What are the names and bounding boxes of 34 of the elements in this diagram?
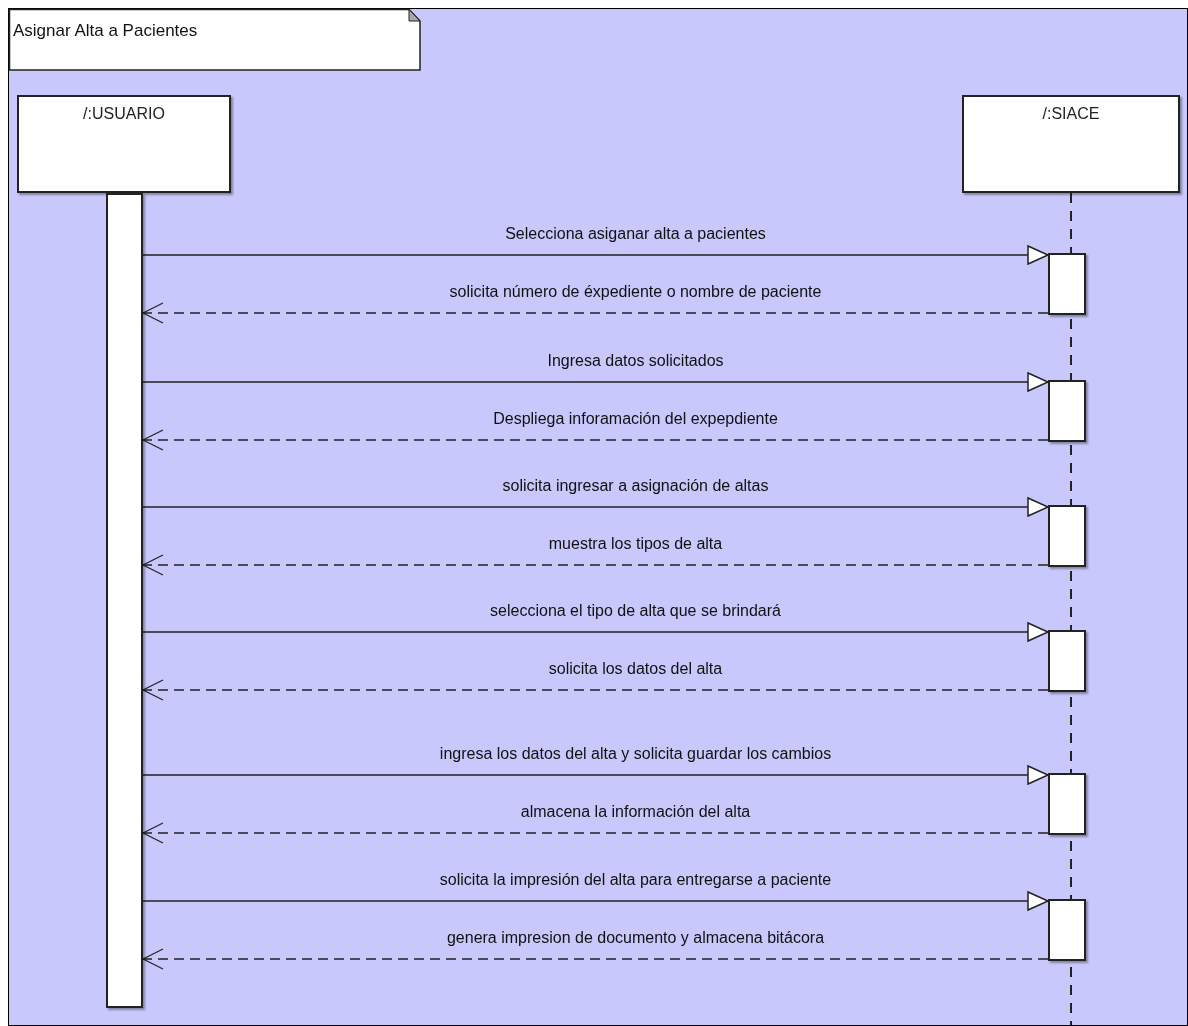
return-message-arrow: [142, 948, 1049, 970]
message-arrow: [142, 245, 1049, 265]
message-arrow: [142, 622, 1049, 642]
message-arrow: [142, 891, 1049, 911]
message-label: solicita número de éxpediente o nombre de paciente: [447, 283, 824, 301]
activation-bar: [106, 193, 143, 1008]
return-message-arrow: [142, 302, 1049, 324]
activation-bar: [1048, 380, 1086, 442]
message-label: solicita ingresar a asignación de altas: [500, 477, 771, 495]
diagram-title: Asignar Alta a Pacientes: [13, 21, 198, 41]
activation-bar: [1048, 899, 1086, 961]
message-label: Despliega inforamación del expepdiente: [491, 410, 780, 428]
message-arrow: [142, 372, 1049, 392]
return-message-arrow: [142, 429, 1049, 451]
activation-bar: [1048, 773, 1086, 835]
return-message-arrow: [142, 822, 1049, 844]
message-label: muestra los tipos de alta: [546, 535, 725, 553]
frame-background: [8, 8, 1188, 1026]
message-arrow: [142, 497, 1049, 517]
message-label: ingresa los datos del alta y solicita guardar los cambios: [437, 745, 834, 763]
activation-bar: [1048, 253, 1086, 315]
return-message-arrow: [142, 679, 1049, 701]
return-message-arrow: [142, 554, 1049, 576]
message-label: selecciona el tipo de alta que se brindará: [488, 602, 783, 620]
participant-name: /:USUARIO: [83, 105, 165, 122]
activation-bar: [1048, 505, 1086, 567]
lifeline-header: [17, 95, 231, 193]
message-label: genera impresion de documento y almacena bitácora: [444, 929, 827, 947]
lifeline-header: [962, 95, 1180, 193]
message-arrow: [142, 765, 1049, 785]
activation-bar: [1048, 630, 1086, 692]
message-label: Selecciona asiganar alta a pacientes: [503, 225, 768, 243]
message-label: solicita la impresión del alta para entregarse a paciente: [437, 871, 834, 889]
participant-name: /:SIACE: [1042, 105, 1100, 122]
